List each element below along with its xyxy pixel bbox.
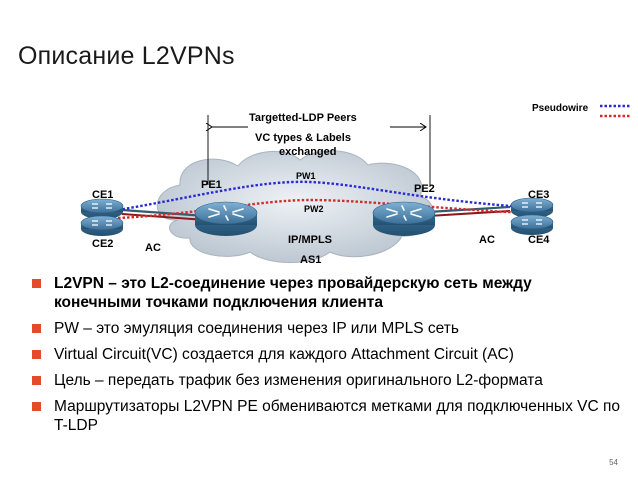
pseudowire-pw2: [117, 198, 526, 220]
bullet-item-l2vpn: L2VPN – это L2-соединение через провайде…: [32, 274, 622, 312]
bullet-item-vc: Virtual Circuit(VC) создается для каждог…: [32, 345, 622, 364]
ce1-label: CE1: [92, 189, 113, 201]
link-ce2-pe1: [121, 213, 207, 221]
bullet-square-icon: [32, 350, 41, 359]
ce2-label: CE2: [92, 238, 113, 250]
pw2-label: PW2: [304, 204, 324, 214]
targeted-ldp-label: Targetted-LDP Peers: [249, 112, 357, 124]
as1-label: AS1: [300, 254, 321, 266]
router-pe1: [194, 201, 258, 237]
pw1-label: PW1: [296, 171, 316, 181]
l2vpn-diagram: Pseudowire Targetted-LDP Peers VC types …: [80, 103, 630, 266]
router-ce4: [510, 214, 554, 236]
top-bar: [0, 0, 638, 4]
router-ce2: [80, 215, 124, 237]
bullet-square-icon: [32, 324, 41, 333]
vc-types-label-line1: VC types & Labels: [255, 132, 351, 144]
ce3-label: CE3: [528, 189, 549, 201]
vc-types-label-line2: exchanged: [279, 146, 336, 158]
link-ce1-pe1: [121, 208, 207, 218]
pe1-label: PE1: [201, 179, 222, 191]
bullet-square-icon: [32, 402, 41, 411]
ac-right-label: AC: [479, 234, 495, 246]
bullet-item-routers: Маршрутизаторы L2VPN PE обмениваются мет…: [32, 397, 622, 435]
ip-mpls-label: IP/MPLS: [288, 234, 332, 246]
pseudowire-pw1: [117, 180, 526, 212]
bullet-list: L2VPN – это L2-соединение через провайде…: [32, 274, 622, 442]
pseudowire-legend-label: Pseudowire: [532, 103, 589, 114]
ac-left-label: AC: [145, 242, 161, 254]
bullet-item-pw: PW – это эмуляция соединения через IP ил…: [32, 319, 622, 338]
bullet-square-icon: [32, 376, 41, 385]
bullet-item-goal: Цель – передать трафик без изменения ори…: [32, 371, 622, 390]
page-number: 54: [609, 458, 618, 467]
pe2-label: PE2: [414, 183, 435, 195]
slide-title: Описание L2VPNs: [18, 42, 235, 70]
ce4-label: CE4: [528, 234, 550, 246]
bullet-square-icon: [32, 279, 41, 288]
router-pe2: [372, 201, 436, 237]
